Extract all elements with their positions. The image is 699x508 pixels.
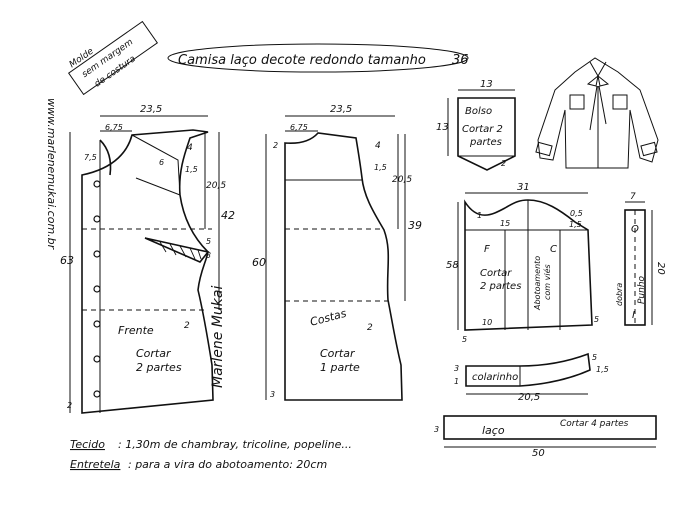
shirt-illustration [535,57,659,169]
sleeve-cut-line-2: 2 partes [480,281,521,292]
cuff-pattern-piece: 7 20 O I dobra Punho [615,192,666,326]
cuff-fold: dobra [615,283,624,306]
collar-h2: 1 [454,377,459,386]
front-dart-mark: 2 [184,321,190,331]
front-bust-dim-1: 5 [206,237,211,246]
bow-height: 3 [434,425,439,434]
sleeve-cap-3: 0,5 [570,209,583,218]
interfacing-label: Entretela [70,458,121,471]
sleeve-cut-line-1: Cortar [480,268,512,279]
cuff-button: O [631,224,639,235]
sleeve-width: 31 [517,182,530,193]
pocket-width: 13 [480,79,493,90]
button-marker [93,180,101,188]
fabric-text: : 1,30m de chambray, tricoline, popeline… [118,438,352,451]
pocket-pattern-piece: 13 13 Bolso Cortar 2 partes 2 [436,79,516,171]
back-dart-mark: 2 [367,323,373,333]
back-armhole-in: 1,5 [374,163,387,172]
page-title: Camisa laço decote redondo tamanho [178,53,426,68]
bust-dart [144,237,210,263]
front-armhole-in: 1,5 [185,165,198,174]
back-pattern-piece: Costas Cortar 1 parte 23,5 6,75 2 4 1,5 … [252,104,422,401]
fabric-label: Tecido [70,438,105,451]
back-cut-line-2: 1 parte [320,361,360,374]
front-top-width: 23,5 [140,104,162,115]
cuff-width: 7 [630,192,636,202]
bow-cut: Cortar 4 partes [560,419,629,429]
front-cut-line-1: Cortar [136,347,172,360]
front-shoulder-len: 6 [159,158,164,167]
website-text: www.marlenemukai.com.br [45,98,58,251]
size-number: 36 [452,53,469,68]
front-total-length: 63 [60,254,74,267]
back-neck-drop: 2 [273,141,278,150]
sleeve-fold-note-2: com viés [542,264,552,300]
sleeve-cap-1: 1 [477,211,482,220]
button-marker [93,250,101,258]
signature: Marlene Mukai [210,286,226,388]
back-shoulder: 4 [375,141,381,151]
sleeve-hem-2: 5 [594,315,599,324]
front-pattern-piece: Frente Cortar 2 partes 23,5 6,75 7,5 4 1… [60,104,235,414]
sleeve-fold-note-1: Abotoamento [533,256,542,311]
collar-h3: 1,5 [596,365,609,374]
back-cut-line-1: Cortar [320,347,356,360]
front-neck-drop: 7,5 [84,153,97,162]
collar-h4: 5 [592,353,597,362]
front-side-length: 42 [221,209,235,222]
back-armhole-depth: 20,5 [392,175,412,185]
back-total-length: 60 [252,256,266,269]
sleeve-label-c: C [550,244,557,255]
back-hem: 3 [270,390,275,399]
pocket-cut-line-2: partes [469,137,502,148]
pocket-height: 13 [436,122,449,133]
fabric-notes: Tecido : 1,30m de chambray, tricoline, p… [70,438,352,471]
interfacing-text: : para a vira do abotoamento: 20cm [128,458,327,471]
collar-pattern-piece: 20,5 colarinho 3 1 1,5 5 [454,352,609,403]
front-label: Frente [118,324,154,337]
button-marker [93,320,101,328]
back-side-length: 39 [408,219,422,232]
sleeve-slit: 10 [482,318,492,327]
front-cut-line-2: 2 partes [136,361,182,374]
sleeve-pattern-piece: 31 1 15 0,5 1,5 58 F C Cortar 2 partes A… [446,182,599,344]
button-marker [93,285,101,293]
collar-h1: 3 [454,364,459,373]
front-neck-width: 6,75 [105,123,123,132]
title-banner: Camisa laço decote redondo tamanho 36 [167,43,469,73]
seam-allowance-stamp: Molde sem margem de costura [68,20,159,96]
bow-length: 50 [532,448,545,459]
back-label: Costas [309,307,348,329]
button-marker [93,215,101,223]
button-marker [93,355,101,363]
front-bust-dim-2: 3 [206,251,211,260]
pocket-point: 2 [501,159,506,168]
pocket-cut-line-1: Cortar 2 [462,124,503,135]
back-top-width: 23,5 [330,104,352,115]
front-shoulder: 4 [187,143,193,153]
collar-width: 20,5 [518,392,540,403]
front-armhole-depth: 20,5 [206,181,226,191]
sleeve-label-f: F [484,244,490,255]
cuff-buttonhole: I [632,310,635,321]
sleeve-hem-1: 5 [462,335,467,344]
bow-label: laço [482,424,505,437]
front-hem: 2 [67,401,72,410]
sleeve-cap-4: 1,5 [569,220,582,229]
sleeve-cap-2: 15 [500,219,510,228]
collar-label: colarinho [472,372,518,383]
back-neck-width: 6,75 [290,123,308,132]
button-marker [93,390,101,398]
cuff-length: 20 [655,262,666,275]
bow-pattern-piece: 50 3 laço Cortar 4 partes [434,415,657,459]
cuff-label: Punho [637,275,647,304]
pocket-label: Bolso [465,106,492,117]
sleeve-length: 58 [446,260,459,271]
